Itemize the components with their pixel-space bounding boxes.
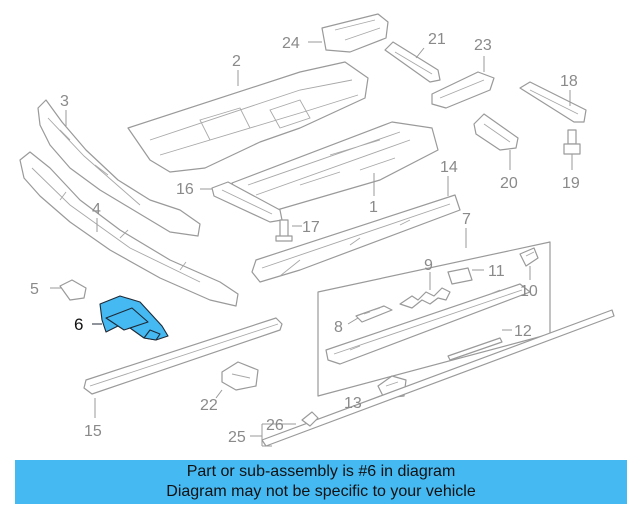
label-16: 16: [176, 181, 194, 198]
part-26-clip[interactable]: [301, 411, 319, 427]
part-11-clip[interactable]: [447, 267, 473, 285]
label-25: 25: [228, 429, 246, 446]
label-10: 10: [520, 283, 538, 300]
info-banner: Part or sub-assembly is #6 in diagram Di…: [15, 460, 627, 504]
part-7-group-box: [317, 228, 551, 397]
part-6-highlighted[interactable]: [99, 295, 169, 341]
label-23: 23: [474, 37, 492, 54]
part-7-rocker-panel[interactable]: [325, 283, 531, 365]
label-7: 7: [462, 211, 471, 228]
label-3: 3: [60, 93, 69, 110]
label-13: 13: [344, 395, 362, 412]
label-24: 24: [282, 35, 300, 52]
part-14-crossmember[interactable]: [251, 194, 461, 283]
part-2-floor-pan[interactable]: [127, 61, 369, 173]
label-18: 18: [560, 73, 578, 90]
part-12-strip[interactable]: [447, 337, 503, 361]
part-9-reinforcement[interactable]: [399, 287, 451, 309]
leader-25: [250, 423, 296, 447]
part-18-rear-bar[interactable]: [519, 81, 587, 123]
label-17: 17: [302, 219, 320, 236]
part-10-bracket[interactable]: [519, 247, 539, 267]
banner-line-2: Diagram may not be specific to your vehi…: [166, 483, 476, 500]
part-19-clip[interactable]: [563, 129, 581, 155]
label-9: 9: [424, 257, 433, 274]
parts-diagram: 5 6 3 4 2 16 17 1 14 24 21 23 18 20 19 7…: [19, 13, 615, 447]
part-5-bracket[interactable]: [59, 279, 87, 301]
label-20: 20: [500, 175, 518, 192]
leader-8: [347, 317, 359, 325]
label-22: 22: [200, 397, 218, 414]
part-20-bracket[interactable]: [473, 113, 519, 151]
label-1: 1: [369, 199, 378, 216]
part-23-rail[interactable]: [431, 71, 495, 109]
label-6: 6: [74, 315, 83, 334]
label-15: 15: [84, 423, 102, 440]
part-15-lower-rail[interactable]: [83, 317, 283, 395]
part-22-bracket[interactable]: [221, 361, 259, 391]
label-26: 26: [266, 417, 284, 434]
part-8-bracket[interactable]: [355, 305, 393, 323]
part-21-bar[interactable]: [384, 41, 441, 83]
part-4-side-member[interactable]: [19, 151, 239, 307]
label-8: 8: [334, 319, 343, 336]
leader-22: [215, 389, 223, 399]
label-4: 4: [92, 201, 101, 218]
label-12: 12: [514, 323, 532, 340]
leader-21: [415, 47, 425, 59]
label-5: 5: [30, 281, 39, 298]
label-19: 19: [562, 175, 580, 192]
label-11: 11: [488, 263, 505, 280]
part-25-moulding[interactable]: [261, 309, 615, 447]
part-24-upper-bracket[interactable]: [321, 13, 389, 53]
label-14: 14: [440, 159, 458, 176]
part-17-bolt[interactable]: [275, 219, 293, 242]
label-2: 2: [232, 53, 241, 70]
banner-line-1: Part or sub-assembly is #6 in diagram: [186, 463, 456, 480]
part-3-side-rail[interactable]: [37, 99, 201, 237]
label-21: 21: [428, 31, 446, 48]
